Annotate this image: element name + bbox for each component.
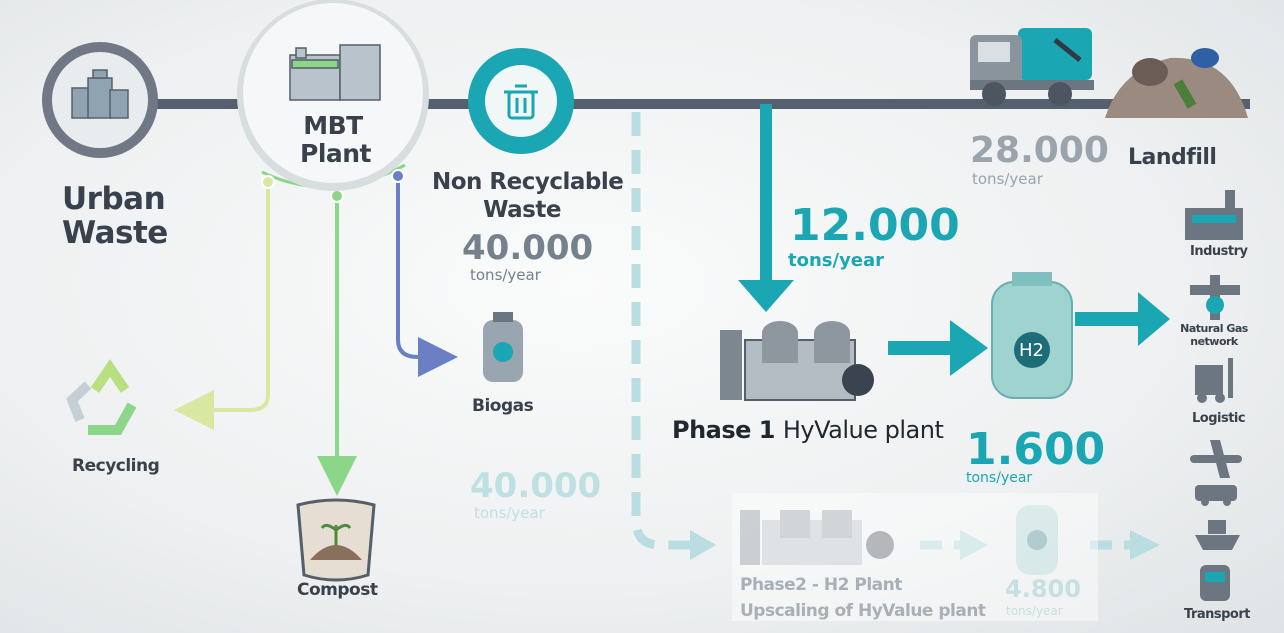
- compost-bag-icon: [296, 498, 376, 582]
- use-label-natural-gas: Natural Gas network: [1180, 322, 1248, 348]
- compost-amount: 40.000: [470, 466, 602, 506]
- hyvalue-input-unit: tons/year: [788, 250, 885, 271]
- h2-output-amount: 1.600: [966, 424, 1106, 475]
- h2-output-unit: tons/year: [966, 470, 1033, 486]
- h2-cylinder-icon: [991, 272, 1073, 399]
- city-buildings-icon: [71, 69, 129, 119]
- landfill-amount: 28.000: [970, 130, 1109, 171]
- mbt-plant-node: [237, 0, 429, 191]
- phase1-label: Phase 1 HyValue plant: [672, 416, 944, 444]
- hyvalue-input-amount: 12.000: [790, 200, 960, 251]
- h2-to-uses-shaft: [1075, 312, 1145, 326]
- use-label-logistic: Logistic: [1192, 411, 1246, 426]
- use-label-transport: Transport: [1184, 607, 1250, 622]
- phase2-arrow-2: [960, 530, 988, 560]
- phase1-to-h2-shaft: [888, 341, 958, 355]
- phase2-arrow-3: [1130, 530, 1160, 560]
- bin-node: [468, 48, 574, 154]
- compost-unit: tons/year: [474, 504, 545, 522]
- hyvalue-down-arrowhead: [738, 280, 794, 312]
- non-recyclable-label: Non Recyclable Waste: [432, 169, 624, 223]
- recycling-icon: [66, 359, 137, 435]
- car-icon: [1195, 485, 1237, 506]
- non-recyclable-amount: 40.000: [462, 228, 594, 268]
- biogas-node: [391, 169, 405, 183]
- phase2-label: Phase2 - H2 Plant Upscaling of HyValue p…: [740, 575, 986, 621]
- airplane-icon: [1190, 440, 1242, 478]
- urban-waste-node: [42, 42, 158, 158]
- recycling-flow: [174, 182, 270, 430]
- forklift-icon: [1195, 358, 1233, 403]
- recycling-node: [261, 175, 275, 189]
- phase2-amount: 4.800: [1005, 575, 1081, 603]
- compost-node: [330, 189, 344, 203]
- phase1-plant-icon: [720, 321, 874, 401]
- ship-icon: [1195, 520, 1240, 550]
- train-icon: [1200, 565, 1230, 601]
- phase2-arrow-1: [690, 530, 716, 560]
- trash-bin-icon: [504, 84, 538, 120]
- hyvalue-down-shaft: [760, 104, 772, 294]
- biogas-label: Biogas: [472, 396, 534, 416]
- garbage-truck-icon: [970, 28, 1094, 106]
- biogas-tank-icon: [483, 312, 523, 382]
- gas-network-icon: [1190, 275, 1240, 320]
- landfill-unit: tons/year: [972, 170, 1043, 188]
- phase2-unit: tons/year: [1006, 604, 1063, 618]
- mbt-plant-label: MBT Plant: [300, 111, 372, 168]
- phase2-plant-icon: [740, 510, 894, 565]
- phase1-to-h2-arrowhead: [950, 320, 988, 376]
- use-label-industry: Industry: [1190, 244, 1248, 259]
- compost-label: Compost: [297, 580, 378, 600]
- landfill-icon: [1105, 48, 1248, 118]
- industry-icon: [1185, 190, 1243, 240]
- phase2-dashed-flow: [631, 112, 700, 550]
- h2-to-uses-arrowhead: [1138, 292, 1170, 346]
- h2-cylinder-label: H2: [1019, 340, 1044, 361]
- urban-waste-label: Urban Waste: [62, 181, 168, 251]
- recycling-label: Recycling: [72, 456, 160, 476]
- phase2-cylinder-icon: [1016, 505, 1058, 575]
- biogas-flow: [396, 176, 458, 377]
- non-recyclable-unit: tons/year: [470, 266, 541, 284]
- phase2-panel: [732, 493, 1098, 621]
- landfill-label: Landfill: [1128, 145, 1217, 170]
- factory-icon: [289, 44, 381, 101]
